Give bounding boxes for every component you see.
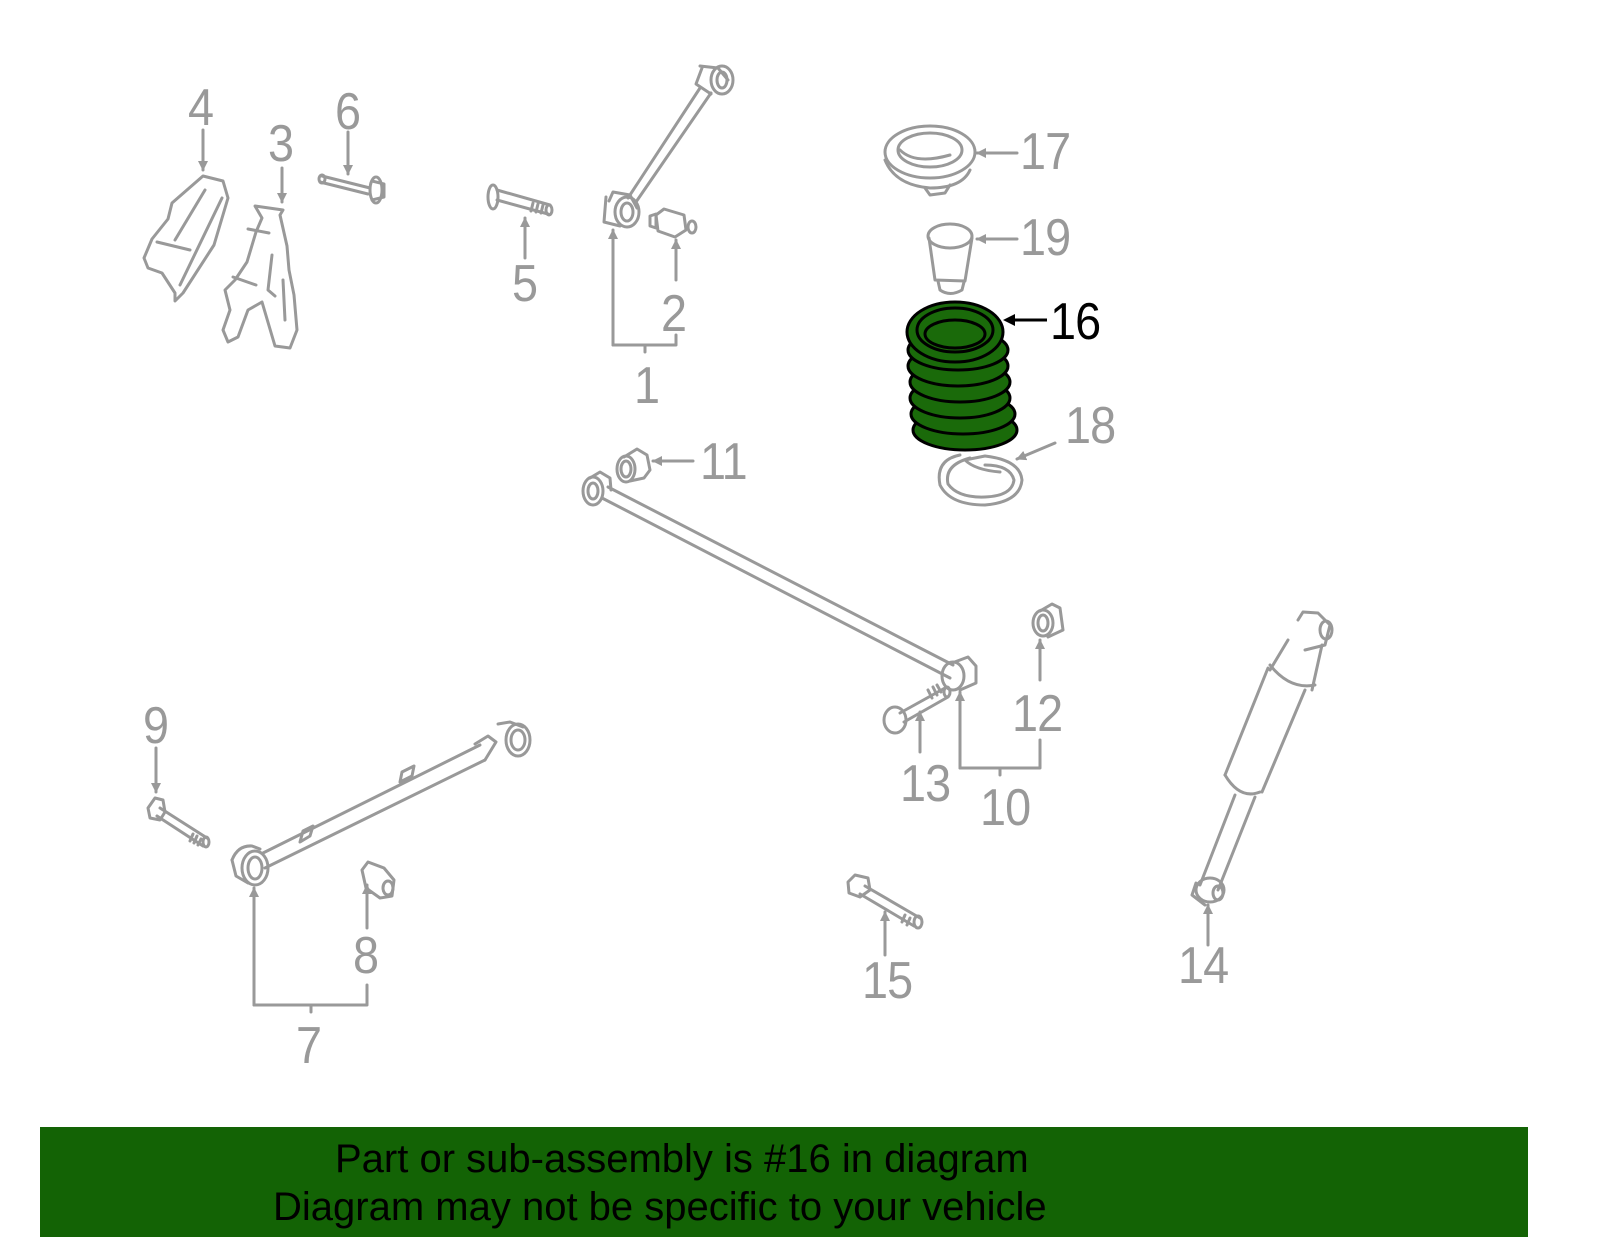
callout-8[interactable]: 8 xyxy=(353,927,379,985)
part-17-spring-seat[interactable] xyxy=(883,124,977,197)
bracket-10 xyxy=(958,738,1042,777)
part-18-insulator[interactable] xyxy=(937,453,1024,507)
callout-7[interactable]: 7 xyxy=(296,1017,322,1075)
part-4-bracket[interactable] xyxy=(142,174,230,303)
part-14-shock-absorber[interactable] xyxy=(1190,610,1334,907)
callout-10[interactable]: 10 xyxy=(980,779,1031,837)
callout-2[interactable]: 2 xyxy=(661,285,687,343)
callout-18[interactable]: 18 xyxy=(1065,397,1116,455)
part-10-lateral-rod[interactable] xyxy=(581,470,978,692)
part-5-bolt[interactable] xyxy=(486,183,554,217)
callout-1[interactable]: 1 xyxy=(634,357,660,415)
part-1-link-arm[interactable] xyxy=(602,64,735,229)
part-7-trailing-arm[interactable] xyxy=(230,720,532,887)
callout-16[interactable]: 16 xyxy=(1050,293,1101,351)
callout-15[interactable]: 15 xyxy=(862,952,913,1010)
part-3-bracket[interactable] xyxy=(221,204,299,350)
callout-14[interactable]: 14 xyxy=(1178,937,1229,995)
part-11-bushing[interactable] xyxy=(615,447,652,484)
bracket-7 xyxy=(252,983,369,1014)
part-12-bushing[interactable] xyxy=(1031,602,1065,639)
arrow-16 xyxy=(1003,314,1047,326)
arrow-18 xyxy=(1015,441,1057,461)
part-9-bolt[interactable] xyxy=(146,796,211,849)
callout-5[interactable]: 5 xyxy=(512,255,538,313)
part-15-bolt[interactable] xyxy=(846,873,924,930)
callout-6[interactable]: 6 xyxy=(335,83,361,141)
bracket-1 xyxy=(611,333,678,354)
part-6-bolt[interactable] xyxy=(317,173,386,205)
part-13-bolt[interactable] xyxy=(882,683,952,735)
callout-17[interactable]: 17 xyxy=(1020,123,1071,181)
part-16-coil-spring[interactable] xyxy=(905,300,1019,452)
info-banner: Part or sub-assembly is #16 in diagram D… xyxy=(40,1127,1528,1237)
part-2-bushing[interactable] xyxy=(648,207,698,239)
banner-disclaimer: Diagram may not be specific to your vehi… xyxy=(273,1185,1047,1229)
callout-13[interactable]: 13 xyxy=(900,755,951,813)
callout-4[interactable]: 4 xyxy=(188,79,214,137)
callout-11[interactable]: 11 xyxy=(700,433,748,491)
banner-part-notice: Part or sub-assembly is #16 in diagram xyxy=(335,1137,1029,1181)
part-19-bump-stop[interactable] xyxy=(926,222,974,295)
callout-9[interactable]: 9 xyxy=(143,697,169,755)
callout-12[interactable]: 12 xyxy=(1012,685,1063,743)
callout-19[interactable]: 19 xyxy=(1020,209,1071,267)
callout-3[interactable]: 3 xyxy=(268,115,294,173)
